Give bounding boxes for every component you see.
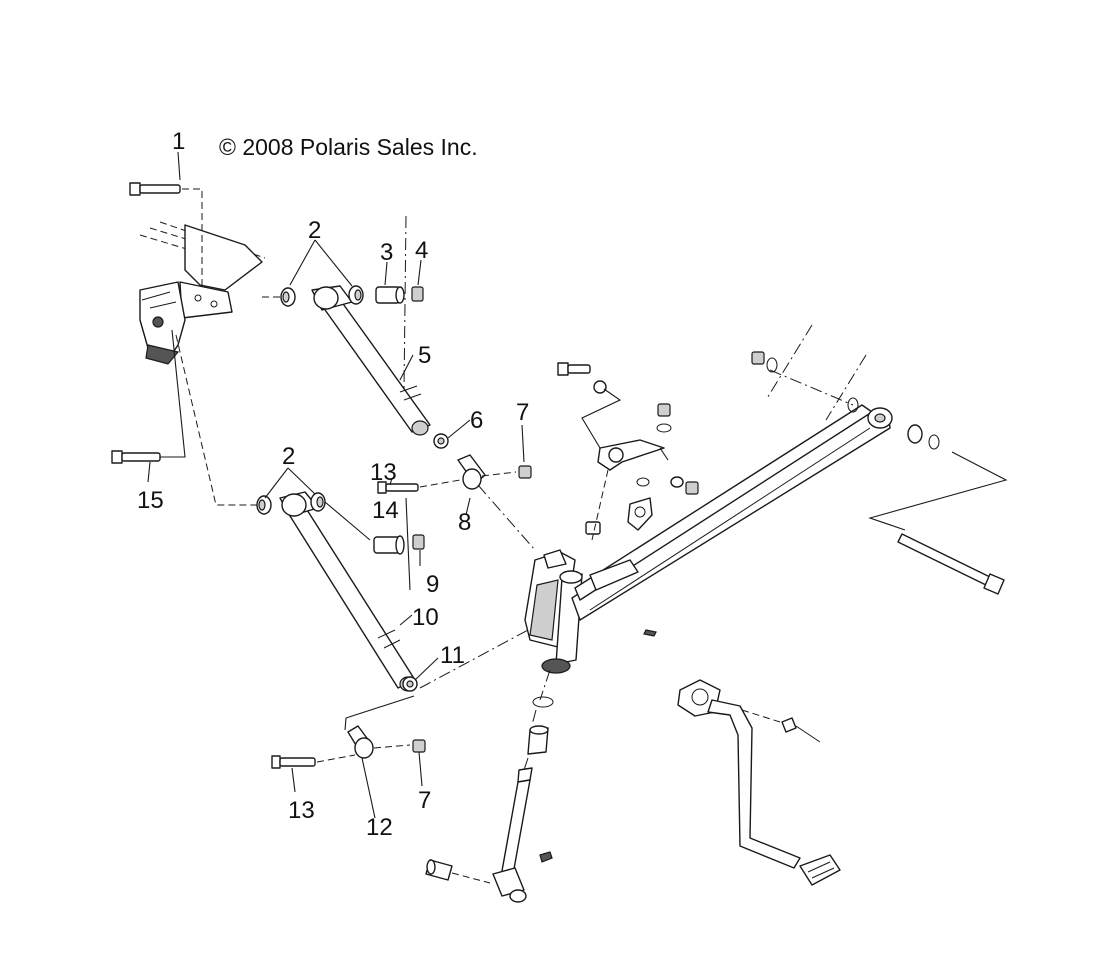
callout-9: 9 [426, 571, 439, 598]
pin-sleeve [425, 859, 453, 881]
copyright-text: © 2008 Polaris Sales Inc. [219, 134, 478, 160]
callout-13-lower: 13 [288, 797, 315, 824]
frame-bracket [139, 221, 266, 365]
nut-4 [411, 286, 424, 302]
callout-5: 5 [418, 342, 431, 369]
washer-11 [402, 676, 418, 692]
bolt-1 [129, 182, 181, 196]
steering-arm [597, 439, 665, 471]
bolt-15 [111, 450, 161, 464]
trailing-arm [571, 404, 893, 621]
brake-pedal [677, 679, 841, 886]
grease-fitting [643, 629, 657, 637]
callout-2-lower: 2 [282, 443, 295, 470]
sleeve-3 [375, 286, 405, 304]
callout-14: 14 [372, 497, 399, 524]
sleeve-14 [373, 535, 405, 555]
bushing-2-upper-left [280, 287, 296, 307]
nut-9 [412, 534, 425, 550]
nut-steering-top [657, 403, 671, 417]
callout-6: 6 [470, 407, 483, 434]
callout-15: 15 [137, 487, 164, 514]
callout-13-upper: 13 [370, 459, 397, 486]
callout-11: 11 [440, 642, 465, 669]
tie-rod-end [627, 477, 653, 531]
spindle [492, 696, 554, 903]
nut-upper-right [751, 351, 765, 365]
ball-joint-12 [347, 725, 374, 759]
bushing-2-upper-right [348, 285, 364, 305]
washer-6 [433, 433, 449, 449]
washer-steering [593, 380, 607, 394]
callout-3: 3 [380, 239, 393, 266]
callout-7-lower: 7 [418, 787, 431, 814]
ball-joint-8 [457, 454, 486, 490]
bushing-2-lower-left [256, 495, 272, 515]
bolt-13-lower [271, 755, 316, 769]
callout-8: 8 [458, 509, 471, 536]
callout-2-upper: 2 [308, 217, 321, 244]
callout-12: 12 [366, 814, 393, 841]
callout-7-upper: 7 [516, 399, 529, 426]
callout-4: 4 [415, 237, 428, 264]
upper-a-arm-5 [311, 285, 431, 436]
bolt-steering [557, 362, 591, 376]
nut-7-lower [412, 739, 426, 753]
nut-7-upper [518, 465, 532, 479]
callout-10: 10 [412, 604, 439, 631]
clevis-pin [781, 717, 821, 743]
callout-1: 1 [172, 128, 185, 155]
bushing-2-lower-right [310, 492, 326, 512]
long-bolt-right [897, 533, 1005, 595]
bolt-13-upper [377, 481, 419, 494]
strut-housing [524, 549, 583, 674]
bushing-steering [585, 521, 601, 535]
